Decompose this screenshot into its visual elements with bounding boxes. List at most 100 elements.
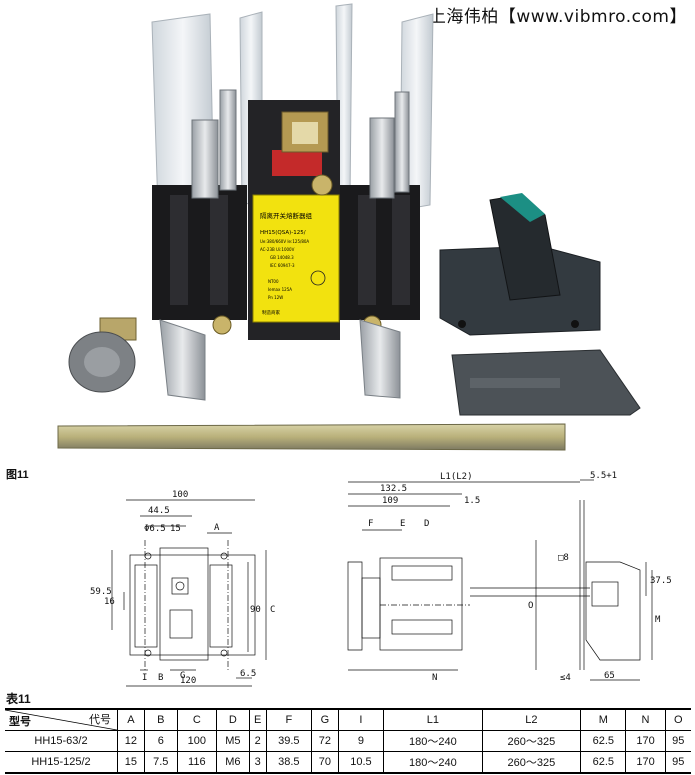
dim-n: N xyxy=(432,673,437,683)
front-view xyxy=(111,499,267,687)
dim-c: C xyxy=(270,605,275,615)
dim-l1-l2: L1(L2) xyxy=(440,472,473,482)
cell-b: 6 xyxy=(143,730,178,752)
figure-caption: 图11 xyxy=(6,469,29,481)
label-line4: IEC 60947-3 xyxy=(270,263,295,268)
cell-l2: 260～325 xyxy=(481,730,581,752)
header-code: 代号 xyxy=(89,714,111,726)
cell-n: 170 xyxy=(625,751,666,774)
cell-e: 2 xyxy=(248,730,267,752)
cell-f: 39.5 xyxy=(265,730,312,752)
label-line7: Pn 12W xyxy=(268,295,283,300)
cell-a: 12 xyxy=(117,730,145,752)
label-line2: AC-23B Ui:1000V xyxy=(260,247,295,252)
row-model: HH15-63/2 xyxy=(5,730,118,752)
mounting-feet xyxy=(159,319,401,401)
dim-i: I xyxy=(142,673,147,683)
contact-clips xyxy=(191,89,410,199)
dim-b: B xyxy=(158,673,163,683)
header-model: 型号 xyxy=(9,716,31,728)
extension-shaft xyxy=(57,423,566,451)
label-line3: GB 14048.3 xyxy=(270,255,294,260)
dim-120: 120 xyxy=(180,676,196,686)
red-indicator xyxy=(272,150,322,176)
cell-m: 62.5 xyxy=(580,730,626,752)
dim-d: D xyxy=(424,519,429,529)
label-model: HH15(QSA)-125/ xyxy=(260,230,306,236)
ccc-mark-icon xyxy=(310,270,326,286)
dim-100: 100 xyxy=(172,490,188,500)
dim-132-5: 132.5 xyxy=(380,484,407,494)
dim-90: 90 xyxy=(250,605,261,615)
product-photo: 隔离开关熔断器组 HH15(QSA)-125/ Ue:380/660V Ie:1… xyxy=(57,3,641,451)
table-caption: 表11 xyxy=(6,692,31,706)
dim-o: O xyxy=(528,601,533,611)
dim-59-5: 59.5 xyxy=(90,587,112,597)
cell-l1: 180～240 xyxy=(383,751,483,774)
column-header-c: C xyxy=(176,708,217,731)
cell-f: 38.5 xyxy=(265,751,312,774)
dim-phi-6-5: Φ6.5 xyxy=(144,524,166,534)
cell-e: 3 xyxy=(248,751,267,774)
dim-109: 109 xyxy=(382,496,398,506)
external-handle xyxy=(439,193,601,336)
watermark: 上海伟柏【www.vibmro.com】 xyxy=(428,7,687,27)
cell-m: 62.5 xyxy=(580,751,626,774)
cell-g: 72 xyxy=(310,730,339,752)
header-corner: 型号 代号 xyxy=(5,708,118,731)
dim-square-8: □8 xyxy=(558,553,569,563)
dim-1-5: 1.5 xyxy=(464,496,480,506)
column-header-l1: L1 xyxy=(383,708,483,731)
diagonal-divider xyxy=(5,710,117,730)
dim-le-4: ≤4 xyxy=(560,673,571,683)
cell-c: 116 xyxy=(176,751,217,774)
cell-c: 100 xyxy=(176,730,217,752)
dim-f: F xyxy=(368,519,373,529)
operating-knob xyxy=(68,317,137,393)
dim-a: A xyxy=(214,523,220,533)
dim-15: 15 xyxy=(170,524,181,534)
column-header-i: I xyxy=(337,708,384,731)
cell-n: 170 xyxy=(625,730,666,752)
cell-d: M5 xyxy=(215,730,250,752)
dim-g: G xyxy=(180,671,185,681)
cell-i: 9 xyxy=(337,730,384,752)
cell-i: 10.5 xyxy=(337,751,384,774)
dim-37-5: 37.5 xyxy=(650,576,672,586)
side-view xyxy=(347,479,653,681)
label-line1: Ue:380/660V Ie:125/80A xyxy=(260,239,309,244)
label-plate: 隔离开关熔断器组 HH15(QSA)-125/ Ue:380/660V Ie:1… xyxy=(252,194,340,323)
dimension-drawings: 100 44.5 Φ6.5 15 A 59.5 16 90 C I B G 6.… xyxy=(90,471,672,687)
label-line6: Iemax 125A xyxy=(268,287,292,292)
label-maker: 制造商家 xyxy=(262,309,280,316)
cell-a: 15 xyxy=(117,751,145,774)
column-header-g: G xyxy=(310,708,339,731)
label-line5: NT00 xyxy=(268,279,279,284)
cell-b: 7.5 xyxy=(143,751,178,774)
column-header-d: D xyxy=(215,708,250,731)
handle-bracket xyxy=(281,111,329,153)
dim-m: M xyxy=(655,615,661,625)
column-header-n: N xyxy=(625,708,666,731)
column-header-m: M xyxy=(580,708,626,731)
cell-l2: 260～325 xyxy=(481,751,581,774)
column-header-f: F xyxy=(265,708,312,731)
column-header-e: E xyxy=(248,708,267,731)
dim-44-5: 44.5 xyxy=(148,506,170,516)
dim-6-5: 6.5 xyxy=(240,669,256,679)
column-header-o: O xyxy=(664,708,691,731)
dim-16: 16 xyxy=(104,597,115,607)
dim-65: 65 xyxy=(604,671,615,681)
column-header-l2: L2 xyxy=(481,708,581,731)
cover-plate xyxy=(451,349,641,416)
cell-o: 95 xyxy=(664,751,691,774)
cell-g: 70 xyxy=(310,751,339,774)
column-header-b: B xyxy=(143,708,178,731)
column-header-a: A xyxy=(117,708,145,731)
dim-e: E xyxy=(400,519,405,529)
